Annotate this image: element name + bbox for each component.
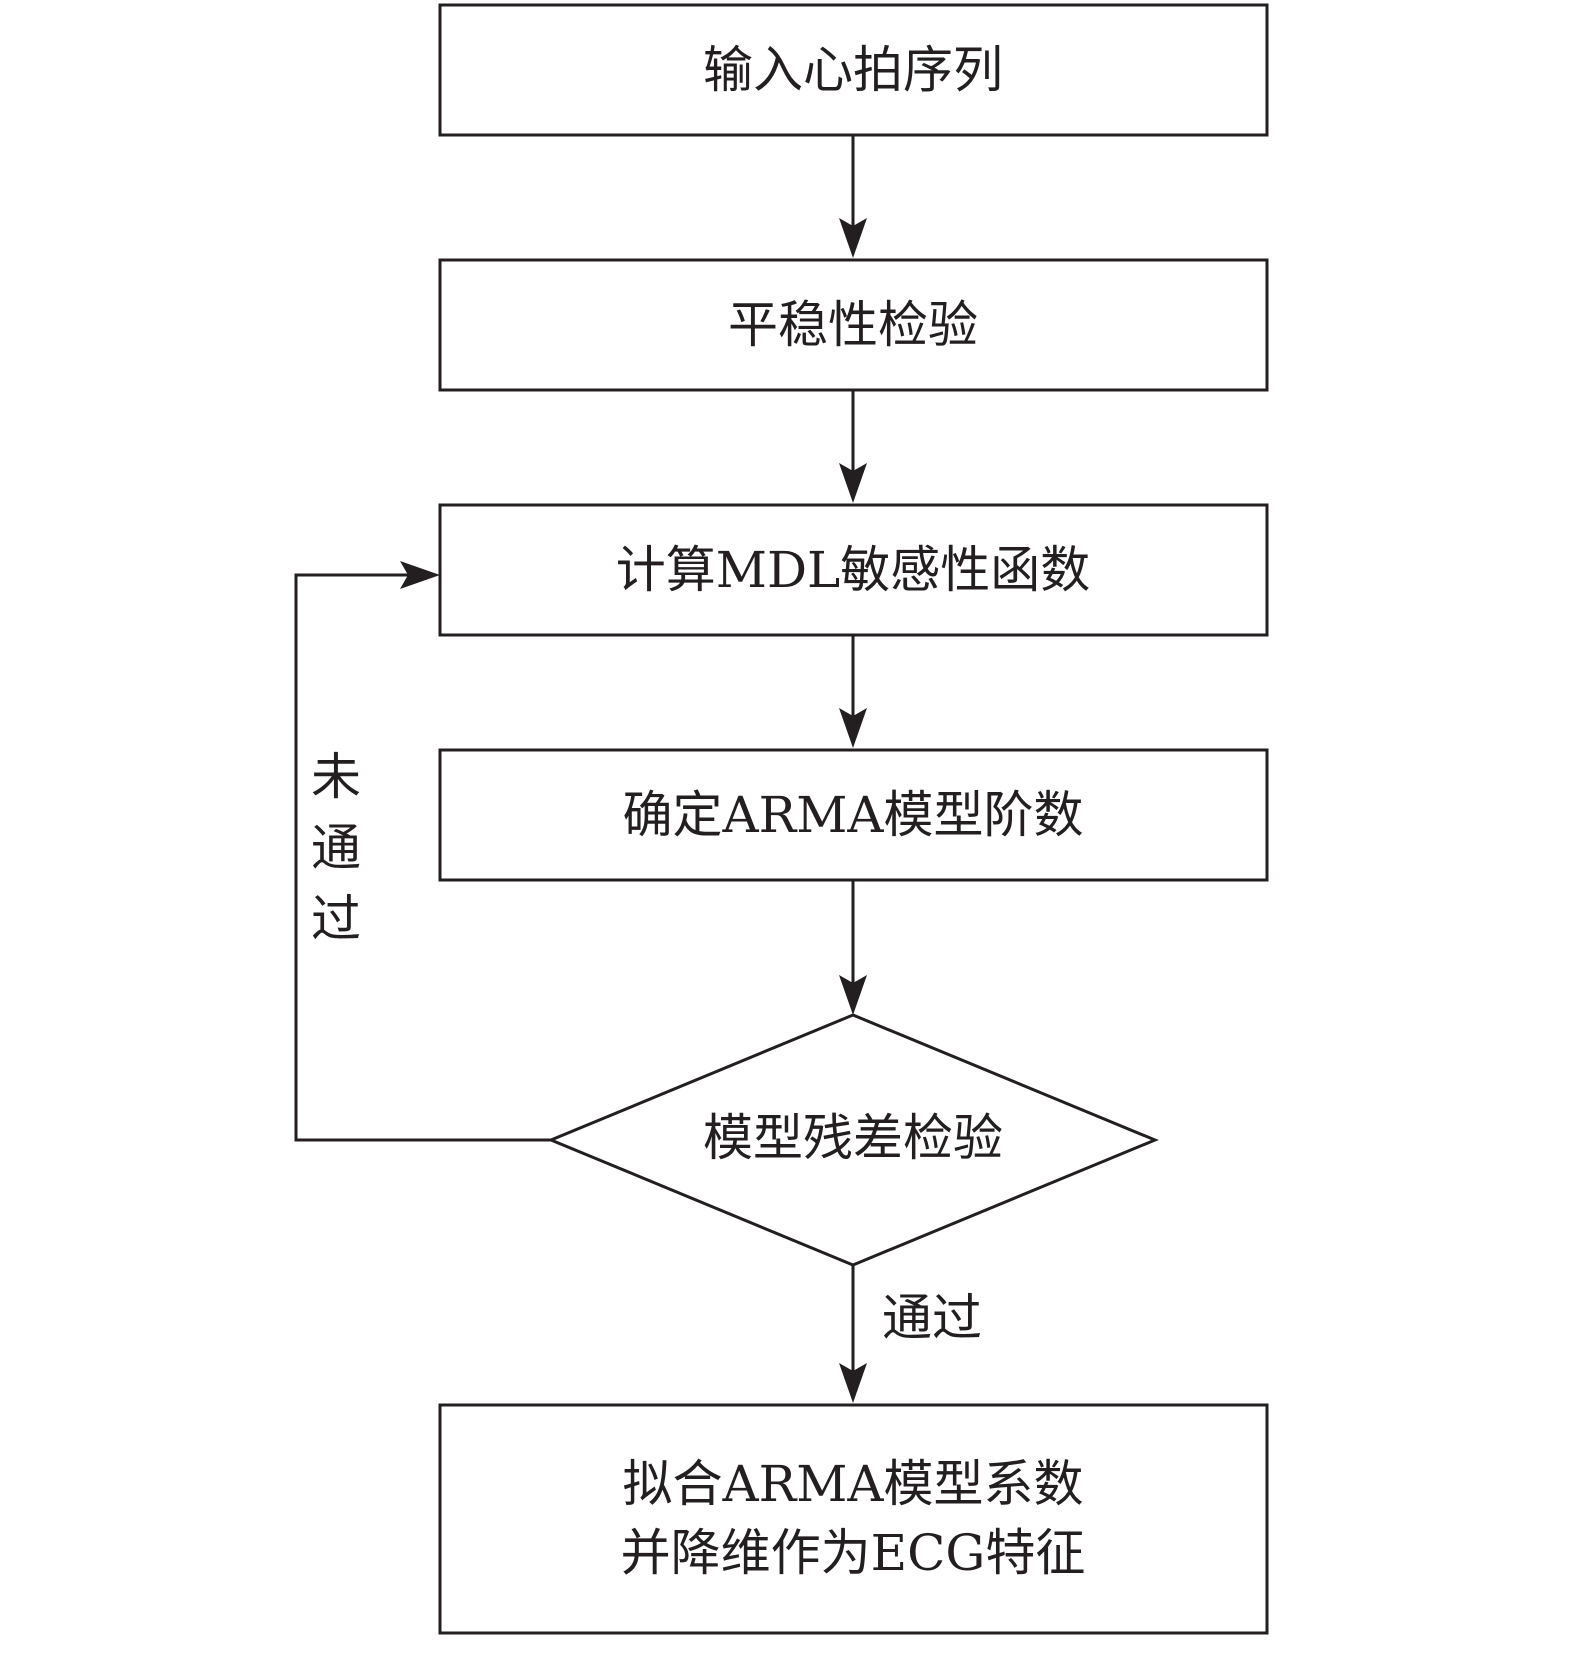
arrowhead-down-icon xyxy=(839,218,867,258)
node-residual: 模型残差检验 xyxy=(547,1013,1159,1267)
node-fit-label-line1: 拟合ARMA模型系数 xyxy=(622,1455,1083,1513)
edge-residual-to-fit: 通过 xyxy=(839,1265,982,1403)
edge-stationarity-to-mdl xyxy=(839,390,867,503)
edge-mdl-to-order xyxy=(839,635,867,748)
edge-residual-to-mdl-line xyxy=(294,573,551,1142)
node-order: 确定ARMA模型阶数 xyxy=(438,748,1269,882)
edge-fail-label-char-3: 过 xyxy=(311,890,361,948)
node-stationarity: 平稳性检验 xyxy=(438,258,1269,392)
node-input-box xyxy=(438,3,1269,137)
arrowhead-down-icon xyxy=(839,463,867,503)
arrowhead-down-icon xyxy=(839,975,867,1015)
edge-order-to-residual xyxy=(839,880,867,1015)
node-order-box xyxy=(438,748,1269,882)
arrowhead-right-icon xyxy=(400,561,440,589)
node-stationarity-box xyxy=(438,258,1269,392)
edge-fail-label-char-1: 未 xyxy=(311,748,361,806)
node-mdl-label: 计算MDL敏感性函数 xyxy=(616,541,1091,599)
node-order-label: 确定ARMA模型阶数 xyxy=(622,786,1083,844)
edge-pass-label: 通过 xyxy=(882,1289,982,1347)
node-mdl: 计算MDL敏感性函数 xyxy=(438,503,1269,637)
node-input-label: 输入心拍序列 xyxy=(703,41,1003,99)
node-fit-label-line2: 并降维作为ECG特征 xyxy=(621,1524,1086,1582)
node-stationarity-label: 平稳性检验 xyxy=(728,296,978,354)
node-input: 输入心拍序列 xyxy=(438,3,1269,137)
edge-fail-label-char-2: 通 xyxy=(311,819,361,877)
node-residual-label: 模型残差检验 xyxy=(703,1109,1003,1167)
arrowhead-down-icon xyxy=(839,1363,867,1403)
arrowhead-down-icon xyxy=(839,708,867,748)
node-mdl-box xyxy=(438,503,1269,637)
node-fit: 拟合ARMA模型系数 并降维作为ECG特征 xyxy=(438,1403,1269,1635)
edge-residual-to-mdl: 未 通 过 xyxy=(294,561,551,1142)
edge-input-to-stationarity xyxy=(839,135,867,258)
node-fit-box xyxy=(438,1403,1269,1635)
